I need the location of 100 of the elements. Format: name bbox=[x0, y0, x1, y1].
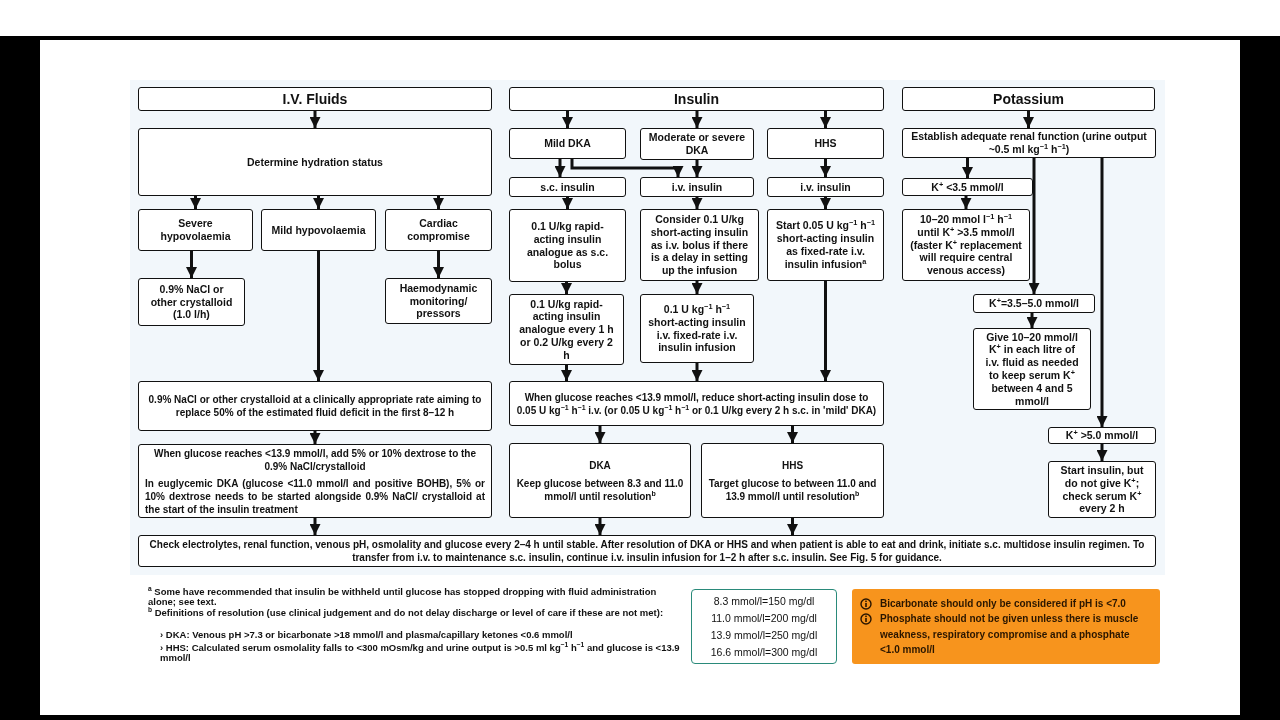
box-text: i.v. insulin bbox=[671, 180, 723, 194]
box-text: 16.6 mmol/l=300 mg/dl bbox=[710, 644, 818, 660]
process-box bbox=[509, 177, 626, 197]
box-text: Cardiac compromise bbox=[406, 217, 471, 243]
warning-text: Phosphate should not be given unless there is muscle weakness, respiratory compromise and a phosphate <1.0 mmol/l bbox=[880, 612, 1140, 657]
section-title: I.V. Fluids bbox=[282, 91, 348, 107]
box-text: When glucose reaches <13.9 mmol/l, reduce short-acting insulin dose to 0.05 U kg$^{−1}$ h$^{−1}$ i.v. (or 0.05 U kg$^{−1}$ h$^{−1}$ or 0.1 U/kg every 2 h s.c. in 'mild' DKA) bbox=[516, 390, 877, 417]
conversion-table-box bbox=[691, 589, 837, 664]
box-text: Moderate or severe DKA bbox=[648, 131, 746, 157]
arrow bbox=[691, 363, 703, 381]
arrow bbox=[962, 158, 973, 178]
arrow bbox=[820, 281, 831, 381]
box-text: 8.3 mmol/l=150 mg/dl bbox=[713, 593, 815, 609]
arrow bbox=[554, 159, 566, 177]
box-text: Haemodynamic monitoring/ pressors bbox=[398, 281, 479, 321]
box-text: Start insulin, but do not give K$^{+}$; check serum K$^{+}$ every 2 h bbox=[1059, 463, 1145, 516]
box-text: i.v. insulin bbox=[800, 180, 851, 194]
process-box bbox=[902, 178, 1033, 196]
arrow bbox=[186, 251, 197, 278]
box-text: K$^{+}$ <3.5 mmol/l bbox=[931, 180, 1004, 194]
arrow bbox=[1028, 158, 1040, 294]
process-box bbox=[138, 381, 492, 431]
box-text: Give 10–20 mmol/l K$^{+}$ in each litre of i.v. fluid as needed to keep serum K$^{+}$ between 4 and 5 mmol/l bbox=[984, 330, 1080, 408]
arrow bbox=[433, 196, 444, 209]
process-box bbox=[640, 209, 759, 281]
box-text: 0.1 U/kg rapid-acting insulin analogue every 1 h or 0.2 U/kg every 2 h bbox=[518, 297, 615, 362]
process-box bbox=[902, 209, 1030, 281]
arrow bbox=[691, 281, 703, 294]
arrow bbox=[561, 365, 572, 381]
process-box bbox=[640, 177, 754, 197]
box-text: 0.1 U/kg rapid-acting insulin analogue as s.c. bolus bbox=[525, 219, 610, 272]
section-title: Potassium bbox=[993, 91, 1064, 107]
arrow bbox=[594, 518, 606, 535]
footnote: › DKA: Venous pH >7.3 or bicarbonate >18 mmol/l and plasma/capillary ketones <0.6 mmol/l bbox=[160, 630, 574, 640]
arrow bbox=[820, 197, 831, 209]
box-text: 0.9% NaCl or other crystalloid (1.0 l/h) bbox=[149, 282, 234, 322]
process-box bbox=[261, 209, 376, 251]
arrow bbox=[594, 426, 606, 443]
process-box bbox=[138, 444, 492, 518]
arrow bbox=[313, 251, 324, 381]
process-box bbox=[385, 278, 492, 324]
footnote: › HHS: Calculated serum osmolality falls to <300 mOsm/kg and urine output is >0.5 ml kg$^{−1}$ h$^{−1}$ and glucose is <13.9 mmol/l bbox=[160, 643, 680, 663]
arrow bbox=[691, 111, 703, 128]
footnote: $^{b}$ Definitions of resolution (use clinical judgement and do not delay discharge or level of care if these are not met): bbox=[148, 608, 665, 618]
box-text: Determine hydration status bbox=[247, 155, 383, 169]
process-box bbox=[138, 535, 1156, 567]
arrow bbox=[562, 197, 573, 209]
box-text: Establish adequate renal function (urine output ~0.5 ml kg$^{−1}$ h$^{−1}$) bbox=[910, 130, 1148, 156]
arrow bbox=[820, 159, 831, 177]
process-box bbox=[973, 294, 1095, 313]
box-text: Keep glucose between 8.3 and 11.0 mmol/l until resolution$^{b}$ bbox=[516, 476, 684, 503]
arrow bbox=[1096, 158, 1108, 427]
section-header bbox=[509, 87, 884, 111]
warning-text: Bicarbonate should only be considered if pH is <7.0 bbox=[880, 596, 1126, 611]
process-box bbox=[902, 128, 1156, 158]
arrow bbox=[309, 431, 321, 444]
box-text: HHS bbox=[814, 137, 837, 150]
box-text: Severe hypovolaemia bbox=[159, 217, 232, 243]
process-box bbox=[138, 128, 492, 196]
arrow bbox=[190, 196, 201, 209]
section-title: Insulin bbox=[673, 91, 720, 107]
box-text: Target glucose to between 11.0 and 13.9 mmol/l until resolution$^{b}$ bbox=[708, 476, 877, 503]
box-text: Check electrolytes, renal function, venous pH, osmolality and glucose every 2–4 h until stable. After resolution of DKA or HHS and when patient is able to eat and drink, initiate s.c. multidose insulin regimen. To transfer from i.v. to maintenance s.c. insulin, continue i.v. insulin infusion for 1–2 h after s.c. insulin. See Fig. 5 for guidance. bbox=[148, 538, 1146, 564]
process-box bbox=[509, 128, 626, 159]
section-header bbox=[902, 87, 1155, 111]
arrow bbox=[691, 160, 703, 177]
process-box bbox=[973, 328, 1091, 410]
box-text: In euglycemic DKA (glucose <11.0 mmol/l and positive BOHB), 5% or 10% dextrose needs to be started alongside 0.9% NaCl/ crystalloid at the start of the insulin treatment bbox=[145, 476, 485, 516]
box-text: 10–20 mmol l$^{−1}$ h$^{−1}$ until K$^{+}$ >3.5 mmol/l (faster K$^{+}$ replacement will require central venous access) bbox=[910, 213, 1022, 277]
process-box bbox=[701, 443, 884, 518]
box-text: 13.9 mmol/l=250 mg/dl bbox=[710, 627, 818, 643]
arrow bbox=[1026, 313, 1038, 328]
process-box bbox=[767, 209, 884, 281]
box-text: 11.0 mmol/l=200 mg/dl bbox=[711, 610, 817, 626]
process-box bbox=[509, 209, 626, 282]
arrow bbox=[820, 111, 831, 128]
arrow bbox=[787, 426, 798, 443]
process-box bbox=[767, 177, 884, 197]
arrow bbox=[309, 518, 321, 535]
process-box bbox=[509, 443, 691, 518]
process-box bbox=[509, 381, 884, 426]
process-box bbox=[385, 209, 492, 251]
box-text: 0.9% NaCl or other crystalloid at a clinically appropriate rate aiming to replace 50% of the estimated fluid deficit in the first 8–12 h bbox=[147, 393, 483, 419]
process-box bbox=[138, 209, 253, 251]
box-text: When glucose reaches <13.9 mmol/l, add 5% or 10% dextrose to the 0.9% NaCl/crystalloid bbox=[152, 446, 478, 473]
process-box bbox=[1048, 427, 1156, 444]
process-box bbox=[138, 278, 245, 326]
box-text: Start 0.05 U kg$^{−1}$ h$^{−1}$ short-acting insulin as fixed-rate i.v. insulin infusion$^{a}$ bbox=[775, 219, 876, 271]
process-box bbox=[640, 128, 754, 160]
box-text: Consider 0.1 U/kg short-acting insulin as i.v. bolus if there is a delay in setting up the infusion bbox=[649, 213, 750, 277]
footnote: $^{a}$ Some have recommended that insulin be withheld until glucose has stopped dropping with fluid administration alone; see text. bbox=[148, 587, 658, 607]
arrow bbox=[1023, 111, 1034, 128]
arrow bbox=[309, 111, 321, 128]
box-text: Mild hypovolaemia bbox=[271, 223, 366, 237]
box-heading: HHS bbox=[781, 458, 804, 472]
box-text: s.c. insulin bbox=[540, 180, 595, 194]
process-box bbox=[640, 294, 754, 363]
section-header bbox=[138, 87, 492, 111]
arrow bbox=[433, 251, 444, 278]
arrow bbox=[313, 196, 324, 209]
